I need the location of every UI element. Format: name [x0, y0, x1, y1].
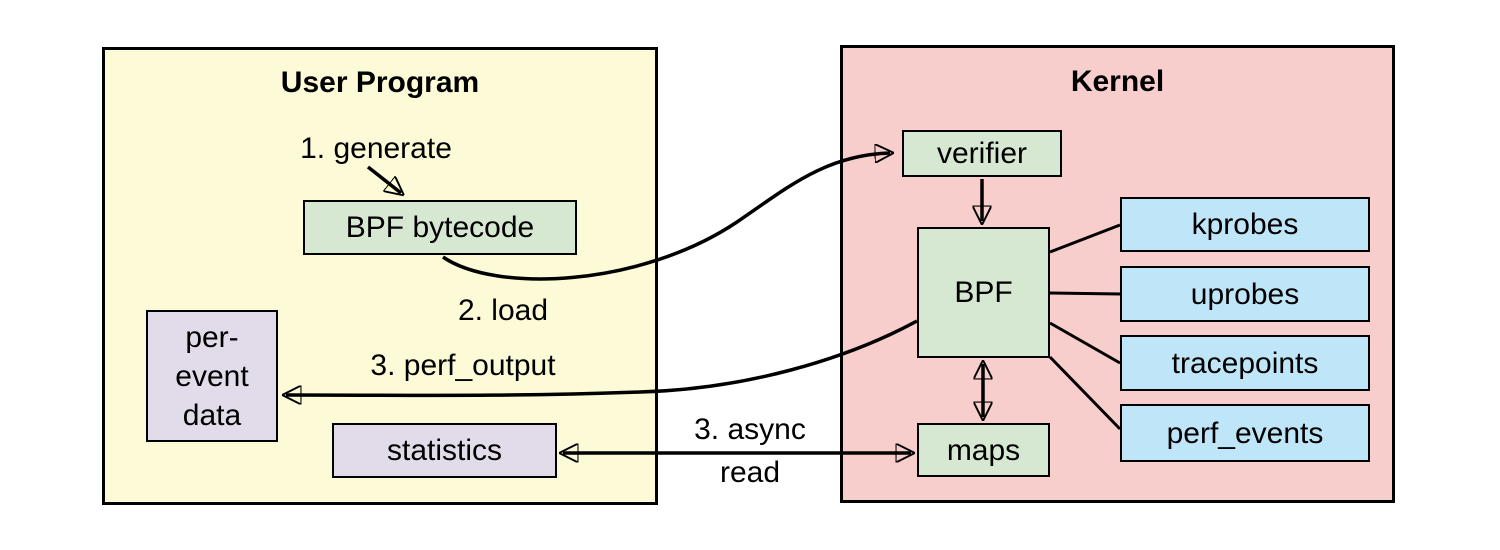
node-maps-label: maps	[946, 433, 1021, 467]
node-bpf-label: BPF	[954, 276, 1013, 309]
node-per-event-data-label: per- event data	[175, 318, 248, 435]
user-program-title: User Program	[280, 66, 480, 99]
per-event-data-line3: data	[182, 398, 242, 432]
label-async-read-line1: 3. async	[694, 413, 806, 446]
node-maps: maps	[917, 423, 1050, 477]
node-kprobes: kprobes	[1120, 197, 1370, 252]
node-bpf: BPF	[917, 227, 1050, 358]
node-perf-events-label: perf_events	[1166, 416, 1324, 450]
node-tracepoints: tracepoints	[1120, 335, 1370, 391]
node-statistics-label: statistics	[386, 434, 503, 467]
node-perf-events: perf_events	[1120, 404, 1370, 462]
per-event-data-line1: per-	[185, 320, 239, 354]
label-async-read-line2: read	[719, 456, 781, 489]
label-perf-output: 3. perf_output	[370, 349, 556, 382]
node-tracepoints-label: tracepoints	[1171, 346, 1319, 380]
node-kprobes-label: kprobes	[1191, 208, 1299, 241]
kernel-title: Kernel	[1070, 65, 1165, 98]
node-bpf-bytecode-label: BPF bytecode	[345, 211, 535, 244]
node-verifier: verifier	[902, 130, 1062, 177]
node-verifier-label: verifier	[936, 137, 1027, 170]
label-generate: 1. generate	[300, 132, 452, 165]
node-per-event-data: per- event data	[146, 310, 278, 442]
node-statistics: statistics	[332, 423, 557, 478]
node-uprobes: uprobes	[1120, 266, 1370, 322]
node-uprobes-label: uprobes	[1190, 277, 1300, 311]
node-bpf-bytecode: BPF bytecode	[303, 200, 577, 255]
per-event-data-line2: event	[175, 359, 249, 393]
label-load: 2. load	[457, 294, 549, 327]
